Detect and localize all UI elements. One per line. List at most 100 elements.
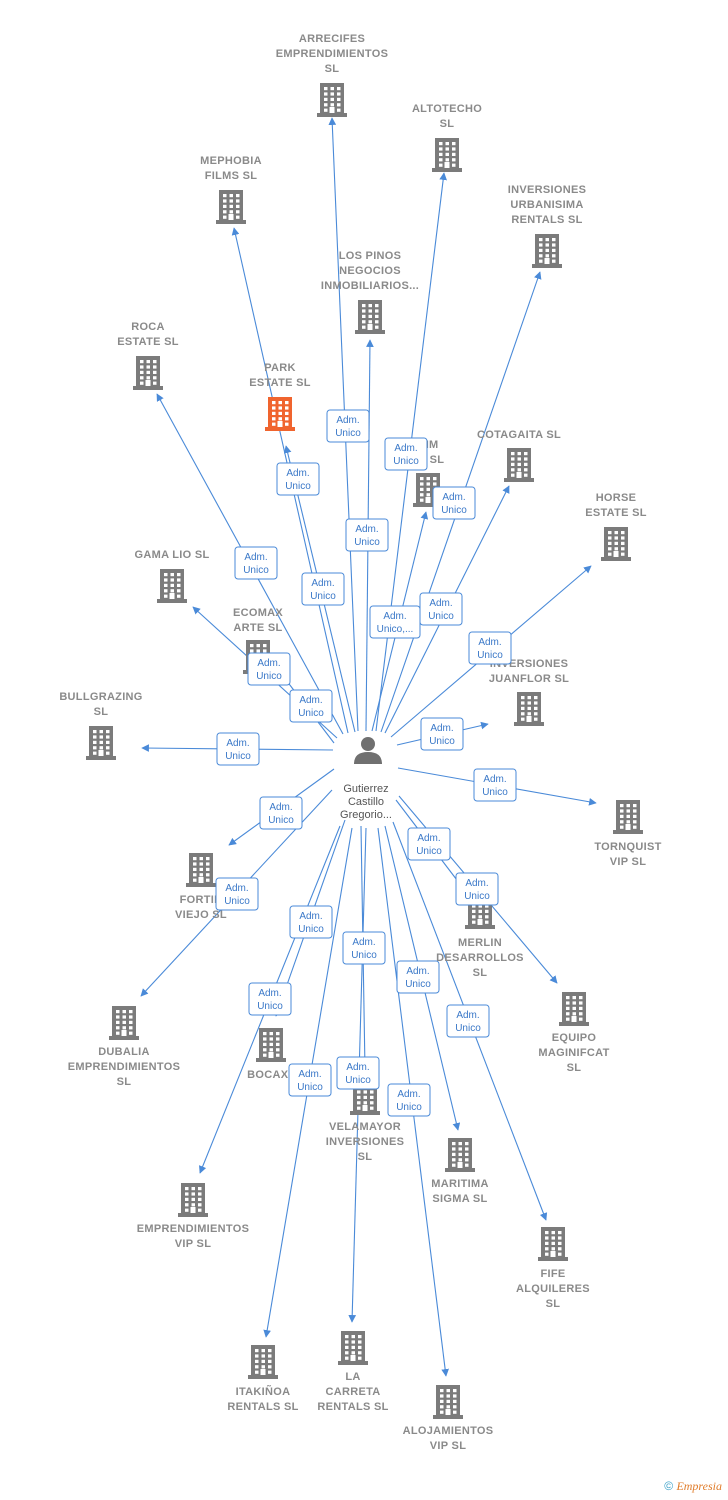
company-label: SL: [567, 1062, 582, 1074]
role-text: Adm.: [406, 966, 429, 977]
brand-name: Empresia: [676, 1479, 722, 1493]
edge-role-label-tornquist[interactable]: Adm.Unico: [473, 768, 517, 802]
edge-role-label-altotecho[interactable]: Adm.Unico: [384, 437, 428, 471]
role-text: Unico: [429, 736, 455, 747]
edge-role-label-merlin[interactable]: Adm.Unico: [407, 827, 451, 861]
company-node-gama-lio[interactable]: GAMA LIO SL: [135, 549, 210, 603]
edge-role-label-fife[interactable]: Adm.Unico: [446, 1004, 490, 1038]
company-label: MERLIN: [458, 937, 502, 949]
company-node-mephobia[interactable]: MEPHOBIA FILMS SL: [200, 155, 262, 224]
company-label: FILMS SL: [205, 170, 258, 182]
role-box: [446, 1004, 490, 1038]
edge-role-label-la-carreta[interactable]: Adm.Unico: [336, 1056, 380, 1090]
edge-role-label-inversiones-urbanisima[interactable]: Adm.Unico: [432, 486, 476, 520]
building-icon: [355, 300, 385, 334]
edge-role-label-maritima[interactable]: Adm. Unico: [396, 960, 440, 994]
center-node[interactable]: GutierrezCastilloGregorio...: [340, 737, 392, 821]
company-label: INVERSIONES: [508, 184, 587, 196]
role-box: [396, 960, 440, 994]
role-text: Unico: [405, 979, 431, 990]
building-icon: [133, 356, 163, 390]
role-text: Unico: [268, 815, 294, 826]
company-label: VIEJO SL: [175, 909, 227, 921]
edge-role-label-roca[interactable]: Adm.Unico: [234, 546, 278, 580]
edge-role-label-gama-lio[interactable]: Adm.Unico: [247, 652, 291, 686]
company-label: ALTOTECHO: [412, 103, 482, 115]
role-box: [407, 827, 451, 861]
company-node-los-pinos[interactable]: LOS PINOSNEGOCIOSINMOBILIARIOS...: [321, 250, 419, 334]
role-text: Adm.: [226, 738, 249, 749]
company-label: ESTATE SL: [249, 377, 311, 389]
role-text: Unico: [335, 428, 361, 439]
company-label: GAMA LIO SL: [135, 549, 210, 561]
edge-role-label-kim[interactable]: Adm.Unico,...: [369, 605, 421, 639]
edge-role-label-dubalia[interactable]: Adm.Unico: [215, 877, 259, 911]
copyright-symbol: ©: [664, 1479, 674, 1493]
company-label: ARRECIFES: [299, 33, 365, 45]
company-label: MAGINIFCAT: [538, 1047, 609, 1059]
company-label: VELAMAYOR: [329, 1121, 401, 1133]
edge-role-label-fortin[interactable]: Adm.Unico: [259, 796, 303, 830]
edge-role-label-park[interactable]: Adm.Unico: [301, 572, 345, 606]
role-box: [420, 717, 464, 751]
role-text: Unico: [257, 1001, 283, 1012]
company-node-bocax3[interactable]: BOCAX3: [247, 1028, 295, 1081]
role-text: Unico: [243, 565, 269, 576]
company-node-altotecho[interactable]: ALTOTECHO SL: [412, 103, 482, 172]
company-label: URBANISIMA: [510, 199, 583, 211]
edge-role-label-emprendimientos-vip[interactable]: Adm.Unico: [248, 982, 292, 1016]
role-box: [345, 518, 389, 552]
edge-role-label-bocax3[interactable]: Adm.Unico: [289, 905, 333, 939]
edge-role-label-bullgrazing[interactable]: Adm.Unico: [216, 732, 260, 766]
edge-role-label-mephobia[interactable]: Adm.Unico: [276, 462, 320, 496]
company-label: INVERSIONES: [326, 1136, 405, 1148]
edge-role-label-alojamientos[interactable]: Adm.Unico: [387, 1083, 431, 1117]
role-text: Adm.: [346, 1062, 369, 1073]
company-label: ROCA: [131, 321, 165, 333]
role-text: Adm.: [483, 774, 506, 785]
edge-role-label-cotagaita[interactable]: Adm.Unico: [419, 592, 463, 626]
edge-role-label-horse[interactable]: Adm.Unico: [468, 631, 512, 665]
role-text: Adm.: [299, 695, 322, 706]
person-icon: [354, 737, 382, 764]
company-label: ALOJAMIENTOS: [403, 1425, 494, 1437]
edge-role-label-velamayor[interactable]: Adm.Unico: [342, 931, 386, 965]
company-label: MEPHOBIA: [200, 155, 262, 167]
role-box: [326, 409, 370, 443]
role-text: Adm.: [355, 524, 378, 535]
role-text: Unico,...: [377, 624, 414, 635]
company-label: SL: [473, 967, 488, 979]
role-box: [248, 982, 292, 1016]
edge-role-label-itakinoa[interactable]: Adm.Unico: [288, 1063, 332, 1097]
edge-role-label-ecomax[interactable]: Adm. Unico: [289, 689, 333, 723]
company-label: LA: [345, 1371, 360, 1383]
person-name-line: Gutierrez: [343, 783, 388, 795]
role-text: Adm.: [311, 578, 334, 589]
edge-role-label-los-pinos[interactable]: Adm.Unico: [345, 518, 389, 552]
company-label: SL: [440, 118, 455, 130]
edge-role-label-equipo[interactable]: Adm.Unico: [455, 872, 499, 906]
edge-role-label-inversiones-juanflor[interactable]: Adm.Unico: [420, 717, 464, 751]
edge-role-label-arrecifes[interactable]: Adm.Unico: [326, 409, 370, 443]
role-text: Unico: [298, 708, 324, 719]
company-node-cotagaita[interactable]: COTAGAITA SL: [477, 429, 561, 482]
